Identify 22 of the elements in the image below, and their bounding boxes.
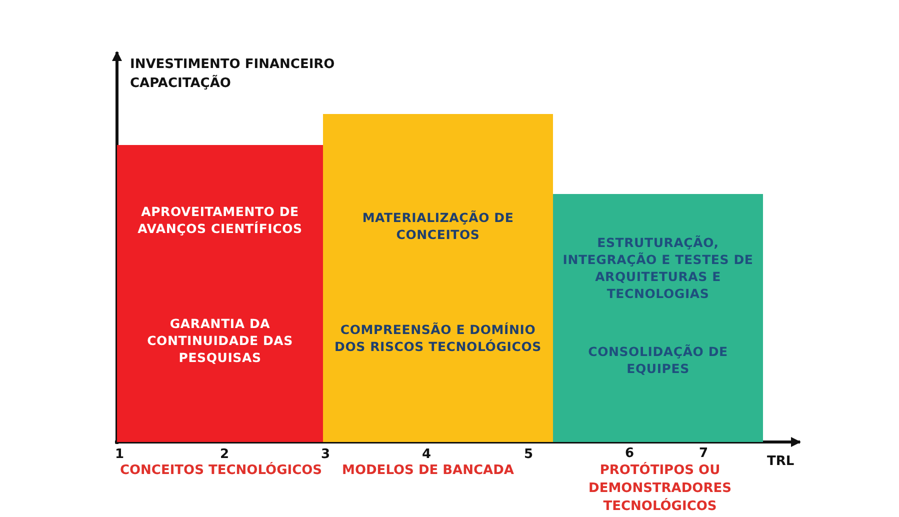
phase-label: PROTÓTIPOS OU DEMONSTRADORES TECNOLÓGICOS: [588, 462, 732, 516]
tick-label: 3: [321, 447, 330, 462]
bar-text: CONSOLIDAÇÃO DE EQUIPES: [587, 343, 729, 377]
tick-label: 1: [115, 447, 124, 462]
bar-text: APROVEITAMENTO DE AVANÇOS CIENTÍFICOS: [136, 203, 304, 237]
bar-text: GARANTIA DA CONTINUIDADE DAS PESQUISAS: [146, 315, 294, 366]
tick-label: 6: [625, 446, 634, 461]
tick-label: 5: [524, 447, 534, 462]
axis-title: CAPACITAÇÃO: [130, 76, 231, 91]
phase-bar: [117, 145, 323, 442]
bar-text: COMPREENSÃO E DOMÍNIO DOS RISCOS TECNOLÓGICOS: [334, 321, 542, 355]
phase-bar: [553, 194, 763, 442]
tick-label: 7: [699, 446, 708, 461]
bar-text: MATERIALIZAÇÃO DE CONCEITOS: [361, 209, 515, 243]
phase-label: CONCEITOS TECNOLÓGICOS: [118, 462, 324, 480]
tick-label: 4: [422, 447, 432, 462]
tick-label: 2: [220, 447, 230, 462]
bar-text: ESTRUTURAÇÃO, INTEGRAÇÃO E TESTES DE ARQUITETURAS E TECNOLOGIAS: [562, 234, 754, 302]
axis-title: INVESTIMENTO FINANCEIRO: [130, 57, 335, 72]
phase-label: MODELOS DE BANCADA: [341, 462, 515, 480]
axis-label: TRL: [767, 454, 794, 469]
phase-bar: [323, 114, 553, 442]
